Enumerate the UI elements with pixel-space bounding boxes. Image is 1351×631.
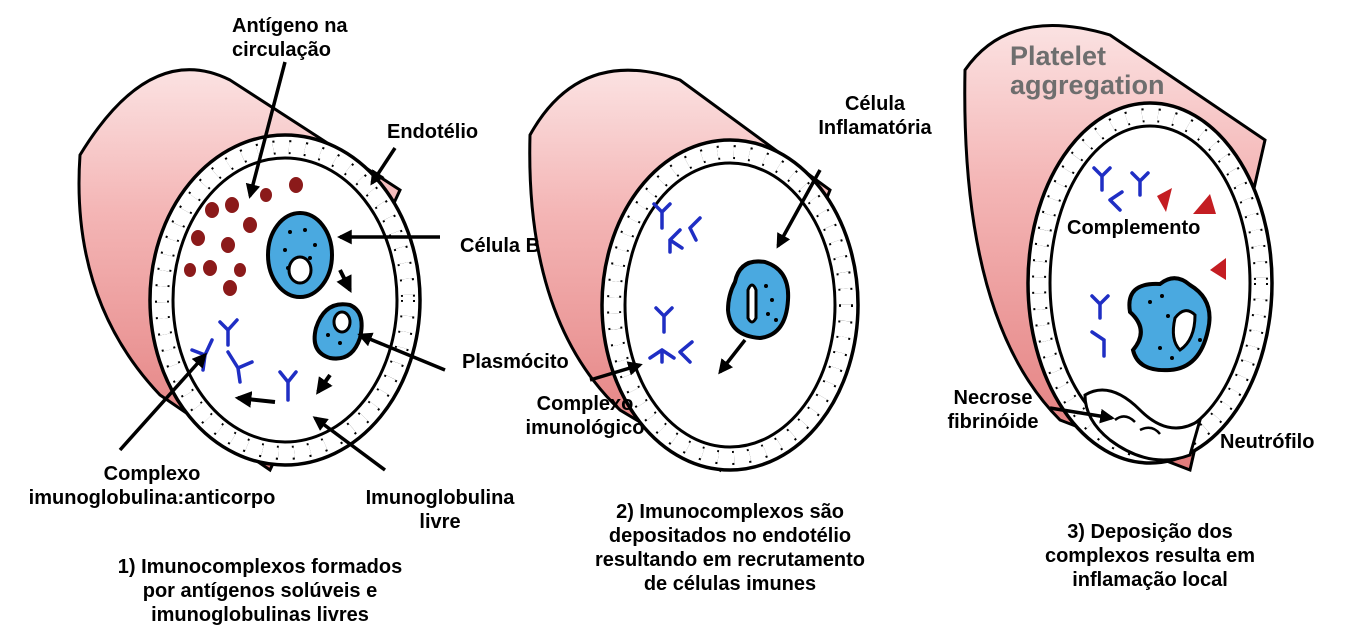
endothelium-label: Endotélio <box>387 120 478 144</box>
neutrophil-label: Neutrófilo <box>1220 430 1314 454</box>
complex-label: Complexo imunoglobulina:anticorpo <box>2 462 302 510</box>
caption-panel-2: 2) Imunocomplexos são depositados no end… <box>570 500 890 596</box>
inflammatory-cell-icon <box>728 261 788 338</box>
immune-complex-label: Complexo imunológico <box>510 392 660 440</box>
antigen-label: Antígeno na circulação <box>232 14 348 62</box>
plasmocyte-label: Plasmócito <box>462 350 569 374</box>
panel-1-vessel <box>79 70 420 470</box>
b-cell-icon <box>268 213 332 297</box>
caption-panel-3: 3) Deposição dos complexos resulta em in… <box>1010 520 1290 592</box>
neutrophil-icon <box>1129 278 1209 370</box>
free-immunoglobulin-label: Imunoglobulina livre <box>350 486 530 534</box>
fibrinoid-necrosis-label: Necrose fibrinóide <box>938 386 1048 434</box>
complement-label: Complemento <box>1067 216 1200 240</box>
plasma-cell-icon <box>315 304 362 358</box>
platelet-aggregation-label: Platelet aggregation <box>1010 42 1165 100</box>
b-cell-label: Célula B <box>460 234 540 258</box>
caption-panel-1: 1) Imunocomplexos formados por antígenos… <box>100 555 420 627</box>
inflammatory-cell-label: Célula Inflamatória <box>800 92 950 140</box>
